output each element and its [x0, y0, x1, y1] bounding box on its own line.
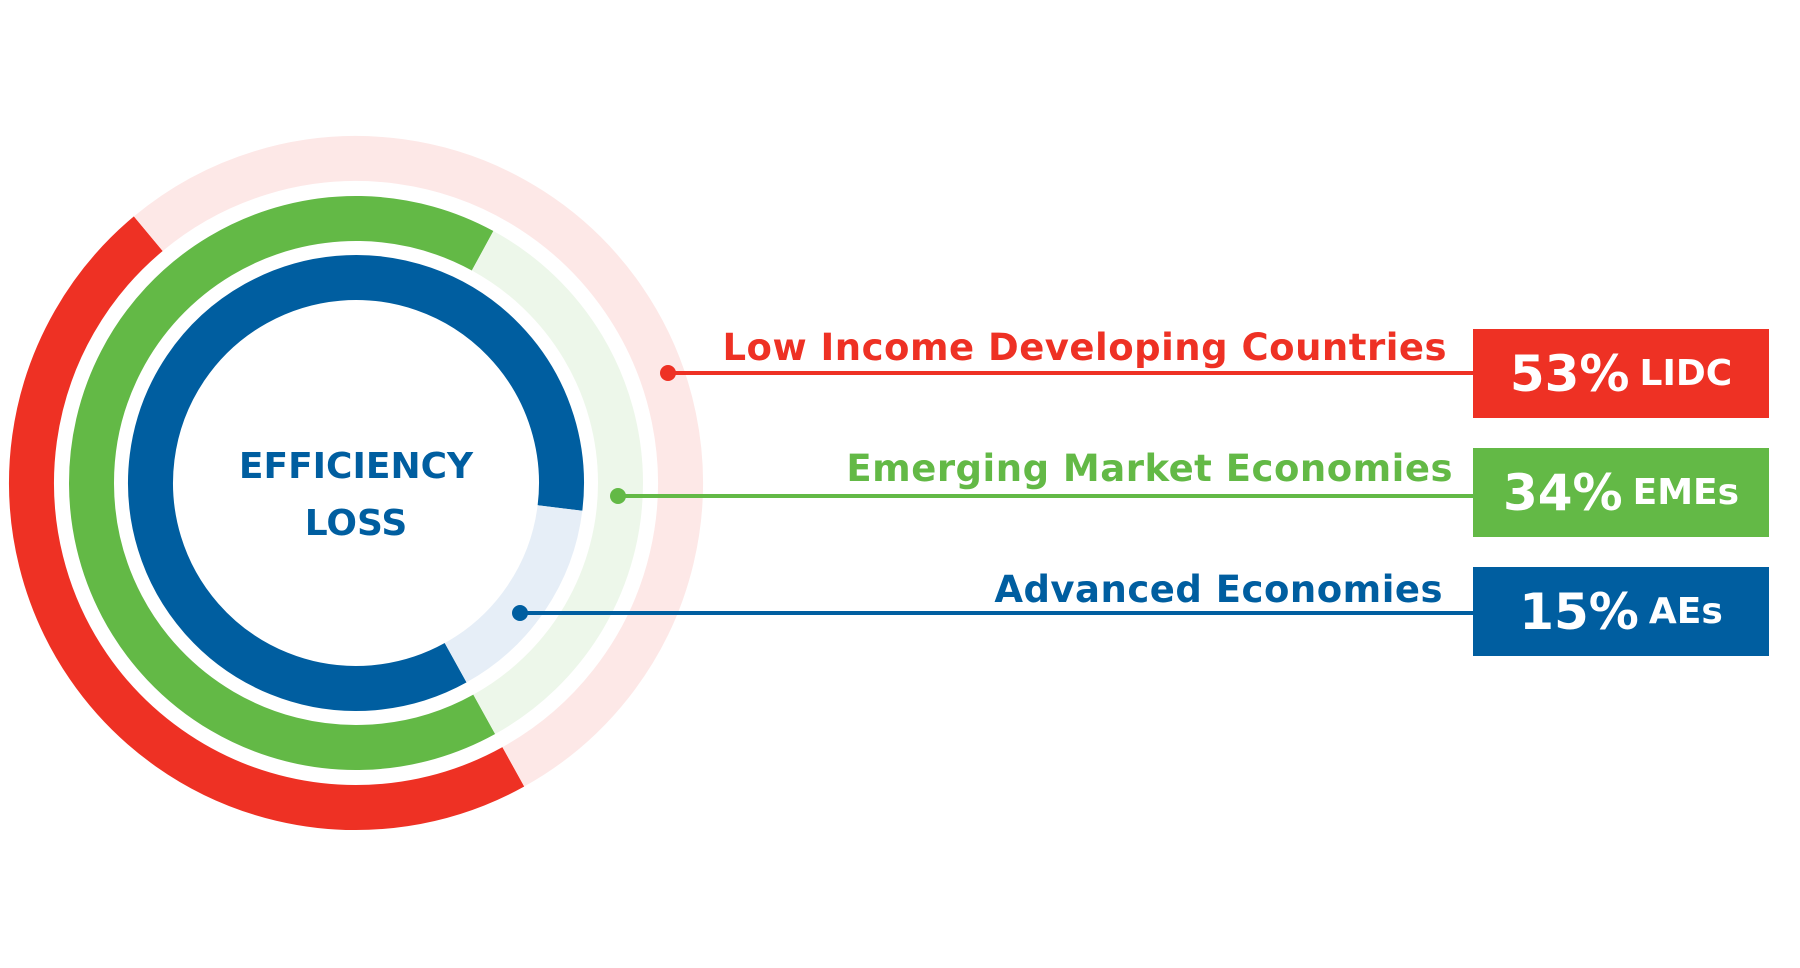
leader-dot-lidc — [660, 365, 676, 381]
ring-loss-segment-aes — [444, 504, 583, 683]
legend-label-emes: Emerging Market Economies — [846, 447, 1453, 490]
value-label: 34% — [1502, 463, 1623, 522]
abbr-label: LIDC — [1639, 353, 1733, 394]
ring-loss-segment-emes — [471, 231, 643, 735]
leader-dot-emes — [610, 488, 626, 504]
ring-loss-segment-lidc — [133, 136, 703, 787]
abbr-label: AEs — [1648, 591, 1723, 632]
abbr-label: EMEs — [1632, 472, 1740, 513]
value-box-aes: 15% AEs — [1473, 567, 1769, 656]
legend-label-lidc: Low Income Developing Countries — [722, 326, 1447, 369]
center-title-line-2: LOSS — [304, 503, 408, 544]
ring-remaining-lidc — [9, 216, 525, 830]
ring-remaining-aes — [128, 255, 584, 711]
value-label: 15% — [1519, 582, 1639, 641]
value-box-emes: 34% EMEs — [1473, 448, 1769, 537]
value-label: 53% — [1509, 344, 1630, 403]
leader-dot-aes — [512, 605, 528, 621]
ring-remaining-emes — [69, 196, 496, 770]
legend-label-aes: Advanced Economies — [994, 568, 1443, 611]
value-box-lidc: 53% LIDC — [1473, 329, 1769, 418]
center-title-line-1: EFFICIENCY — [238, 446, 474, 487]
